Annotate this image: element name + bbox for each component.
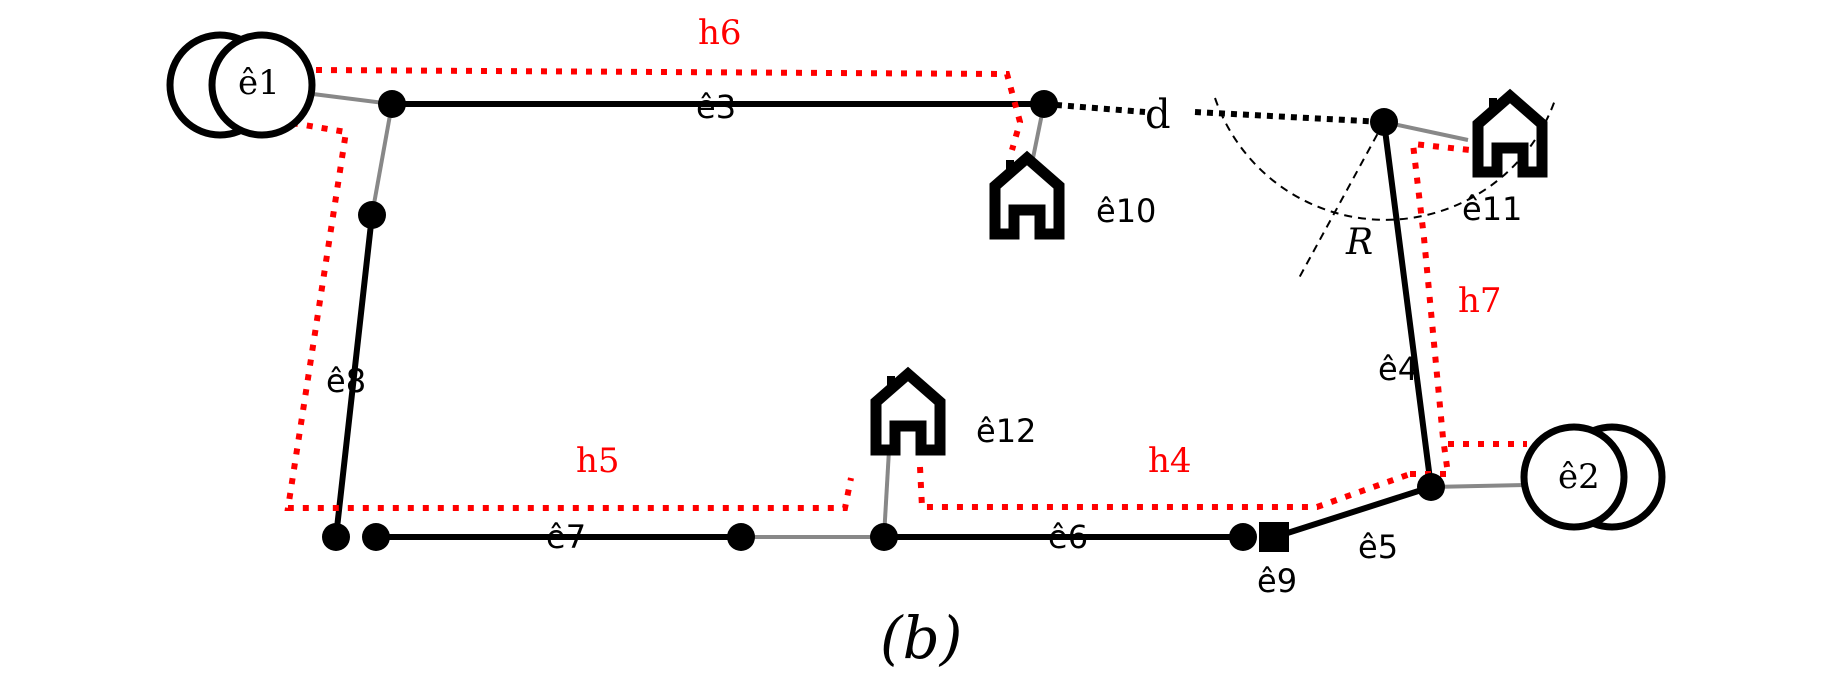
- red-paths: [284, 67, 1527, 511]
- square-node-icon: [1259, 522, 1289, 552]
- node: [358, 201, 386, 229]
- label-e1: ê1: [238, 63, 280, 103]
- path-h7: [1409, 140, 1471, 477]
- radius-line: [1298, 121, 1385, 279]
- label-e6: ê6: [1048, 518, 1088, 556]
- connector-e4-e11: [1383, 120, 1469, 142]
- connector-lines: [304, 91, 1526, 539]
- house-e10: [989, 150, 1065, 240]
- label-h5: h5: [576, 441, 620, 481]
- nodes: [322, 90, 1445, 552]
- depot-e1: [166, 31, 316, 139]
- label-e3: ê3: [696, 88, 736, 126]
- label-R: R: [1345, 222, 1373, 263]
- label-e4: ê4: [1378, 350, 1418, 388]
- double-circle-icon: [1520, 423, 1628, 531]
- edge-e5: [1272, 484, 1434, 540]
- node: [322, 523, 350, 551]
- label-h7: h7: [1458, 281, 1502, 321]
- double-circle-icon: [208, 31, 316, 139]
- path-h4: [917, 466, 1412, 510]
- chimney: [1489, 98, 1497, 112]
- label-e12: ê12: [976, 412, 1036, 450]
- node: [870, 523, 898, 551]
- label-e5: ê5: [1358, 528, 1398, 566]
- edge-e8: [333, 212, 375, 540]
- label-e2: ê2: [1558, 457, 1600, 497]
- chimney: [887, 376, 895, 390]
- label-e11: ê11: [1462, 190, 1522, 228]
- distance-d-left: [1043, 101, 1146, 115]
- edges: [333, 101, 1434, 540]
- label-e10: ê10: [1096, 192, 1156, 230]
- label-e7: ê7: [546, 518, 586, 556]
- label-e8: ê8: [326, 362, 366, 400]
- node: [1370, 108, 1398, 136]
- house-e11: [1472, 88, 1548, 178]
- node: [727, 523, 755, 551]
- node: [1417, 473, 1445, 501]
- distance-d-right: [1194, 109, 1385, 125]
- node: [1229, 523, 1257, 551]
- connector-e1-e3: [304, 91, 393, 106]
- path-h5-outer: [284, 120, 854, 511]
- path-h6: [315, 67, 1024, 151]
- caption: (b): [880, 604, 962, 672]
- radius-region: [1214, 97, 1556, 279]
- label-d: d: [1145, 92, 1171, 138]
- connector-e3-e8: [370, 103, 394, 216]
- house-e12: [870, 366, 946, 456]
- depot-e2: [1520, 423, 1666, 531]
- distance-d: [1043, 101, 1385, 125]
- house-chimneys: [887, 98, 1497, 390]
- connector-e4-e2: [1430, 483, 1526, 489]
- house-icon: [870, 88, 1548, 456]
- label-e9: ê9: [1257, 562, 1297, 600]
- label-h6: h6: [698, 13, 742, 53]
- label-h4: h4: [1148, 441, 1192, 481]
- edge-e4: [1381, 119, 1434, 490]
- chimney: [1006, 160, 1014, 174]
- connector-e6-e12: [882, 449, 891, 538]
- node: [362, 523, 390, 551]
- node: [1030, 90, 1058, 118]
- node: [378, 90, 406, 118]
